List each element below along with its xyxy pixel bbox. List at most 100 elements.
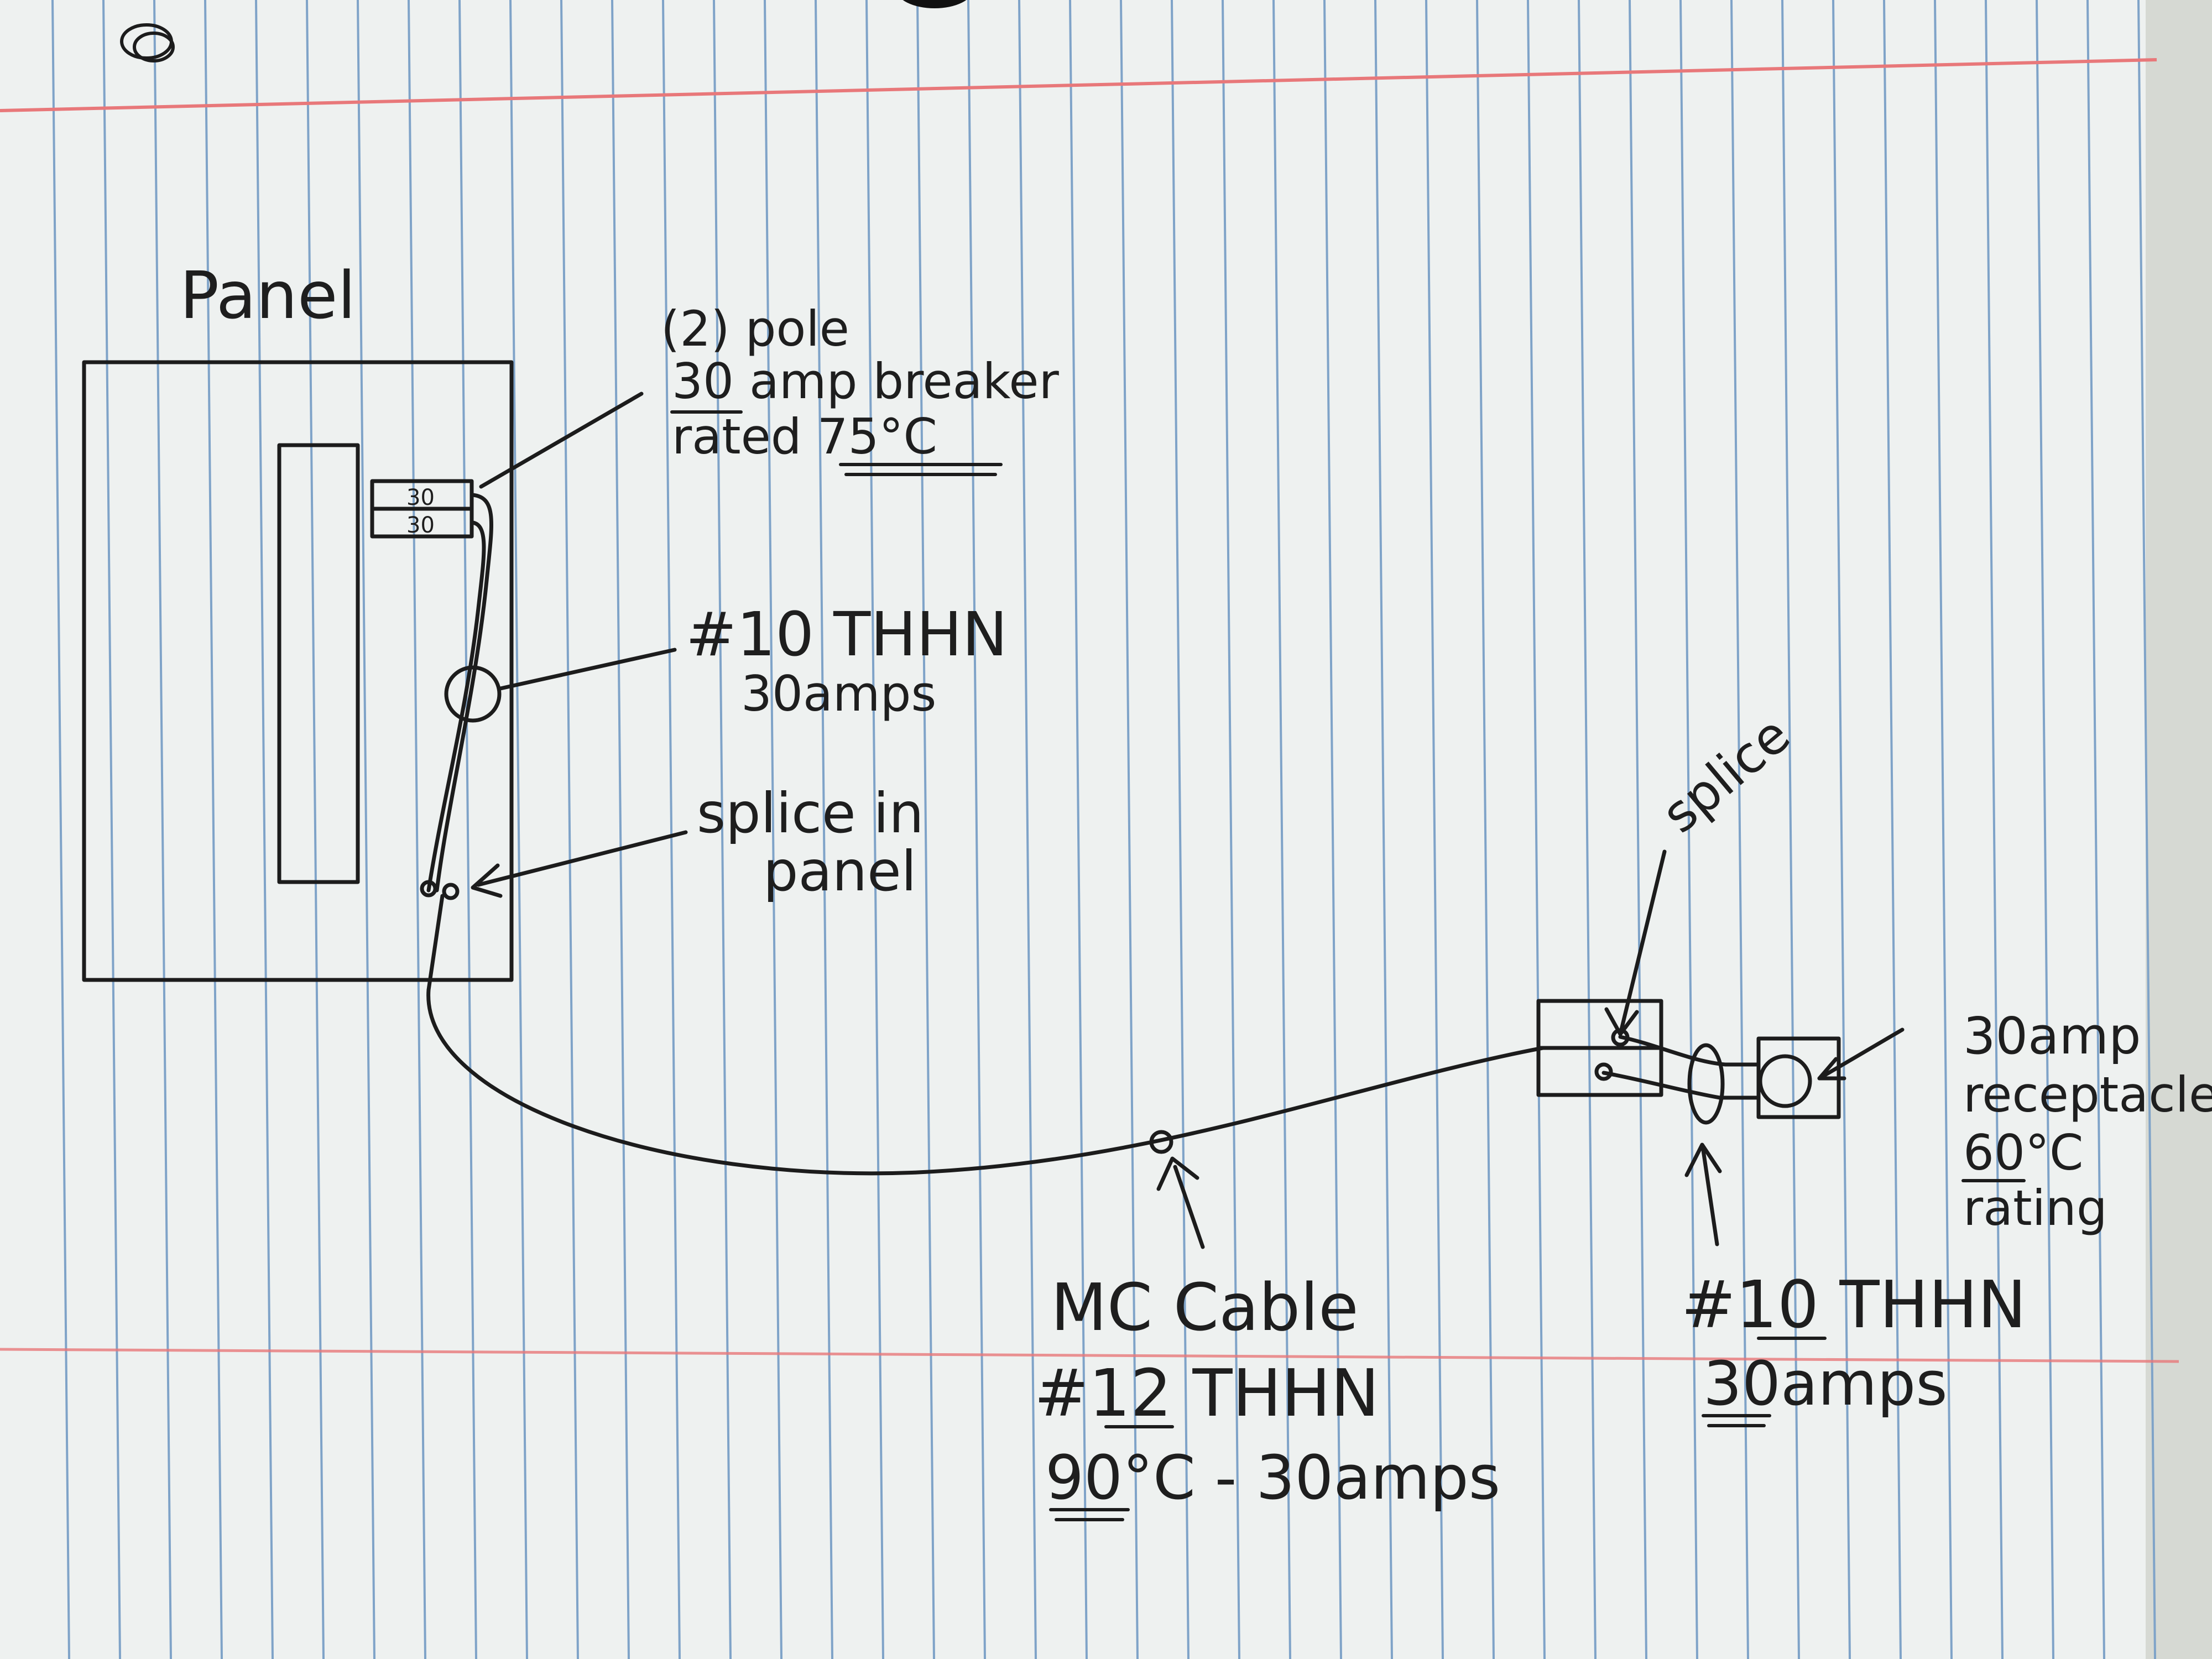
panel-wire-label: #10 THHN 30amps <box>686 599 1008 722</box>
margin-line-top <box>0 58 2157 112</box>
breaker-label-line-1: (2) pole <box>661 300 849 357</box>
receptacle-label-line-3: 60°C <box>1963 1124 2083 1181</box>
panel-splice-dot-2 <box>442 883 460 900</box>
tail-wire-arrowhead <box>1684 1142 1722 1177</box>
panel-splice-dot-1 <box>420 880 437 898</box>
ruled-line <box>1069 0 1088 1659</box>
receptacle-label-line-1: 30amp <box>1963 1006 2141 1066</box>
mc-cable-line <box>426 988 1545 1176</box>
ruled-line <box>916 0 935 1659</box>
ruled-line <box>458 0 477 1659</box>
ruled-line <box>1832 0 1851 1659</box>
panel-wire-leader <box>498 648 677 691</box>
ruled-line <box>408 0 426 1659</box>
hole-scribble-icon <box>120 23 175 62</box>
ruled-line <box>102 0 121 1659</box>
mc-cable-label: MC Cable #12 THHN 90°C - 30amps <box>1034 1269 1500 1521</box>
panel-wire-3 <box>426 894 445 992</box>
panel-wire-label-line-2: 30amps <box>741 665 936 722</box>
mc-cable-run <box>426 988 1545 1249</box>
ruled-line <box>51 0 70 1659</box>
ruled-line <box>1527 0 1546 1659</box>
mc-cable-arrowhead <box>1156 1156 1199 1191</box>
breaker-bottom-number: 30 <box>406 513 435 538</box>
margin-line-bottom <box>0 1348 2179 1363</box>
ruled-line <box>1323 0 1342 1659</box>
panel-wire-1 <box>435 493 493 893</box>
breaker-label-line-3: rated 75°C <box>672 408 937 465</box>
ruled-line <box>815 0 833 1659</box>
breaker-top-number: 30 <box>406 485 435 510</box>
tail-wire-bundle-circle <box>1687 1043 1725 1125</box>
panel-splice-leader <box>476 830 688 887</box>
ruled-line <box>1425 0 1444 1659</box>
panel-enclosure <box>82 360 514 982</box>
ruled-line <box>204 0 223 1659</box>
receptacle-leader <box>1817 1027 1905 1081</box>
panel-splice-arrowhead <box>471 863 503 898</box>
mc-cable-label-line-3: 90°C - 30amps <box>1045 1442 1500 1513</box>
ruled-line <box>1679 0 1698 1659</box>
ruled-line <box>967 0 986 1659</box>
mc-cable-marker <box>1149 1130 1173 1154</box>
ruled-line <box>1222 0 1240 1659</box>
tail-wire-label-line-2: 30amps <box>1703 1348 1948 1419</box>
panel-drawing <box>82 360 688 992</box>
ruled-line <box>2137 0 2156 1659</box>
tail-wire-arrow-shaft <box>1701 1148 1719 1246</box>
panel-splice-label-line-2: panel <box>763 839 916 904</box>
panel-bus <box>277 443 360 884</box>
ruled-line <box>662 0 681 1659</box>
ruled-line <box>1272 0 1291 1659</box>
panel-splice-label: splice in panel <box>697 781 924 904</box>
panel-wire-bundle-circle <box>444 665 502 723</box>
panel-title: Panel <box>180 257 356 333</box>
panel-splice-label-line-1: splice in <box>697 781 924 846</box>
receptacle-label-line-2: receptacle <box>1963 1066 2212 1123</box>
mc-cable-label-line-2: #12 THHN <box>1034 1355 1379 1431</box>
ruled-line <box>255 0 274 1659</box>
ruled-lines <box>51 0 2156 1659</box>
breaker-label: (2) pole 30 amp breaker rated 75°C <box>661 300 1060 476</box>
receptacle-face <box>1758 1054 1812 1108</box>
ruled-line <box>1018 0 1037 1659</box>
ruled-line <box>153 0 172 1659</box>
ruled-line <box>1578 0 1597 1659</box>
junction-drawing <box>1536 849 1905 1246</box>
junction-wire-2 <box>1601 1071 1761 1100</box>
junction-splice-dot-2 <box>1594 1062 1613 1081</box>
panel-wire-label-line-1: #10 THHN <box>686 599 1008 670</box>
ruled-line <box>2086 0 2105 1659</box>
mc-cable-label-line-1: MC Cable <box>1051 1269 1359 1345</box>
ruled-line <box>1883 0 1902 1659</box>
ruled-line <box>1374 0 1393 1659</box>
ruled-line <box>357 0 375 1659</box>
ruled-line <box>1629 0 1647 1659</box>
ruled-line <box>509 0 528 1659</box>
ruled-line <box>865 0 884 1659</box>
ruled-line <box>611 0 630 1659</box>
ruled-line <box>1781 0 1800 1659</box>
ruled-line <box>1476 0 1495 1659</box>
breaker-leader <box>479 392 644 489</box>
binder-hole-icon <box>902 0 967 8</box>
ruled-line <box>306 0 325 1659</box>
ruled-line <box>1985 0 2004 1659</box>
ruled-line <box>560 0 579 1659</box>
ruled-line <box>1934 0 1953 1659</box>
ruled-line <box>713 0 732 1659</box>
mc-cable-arrow-shaft <box>1173 1165 1205 1249</box>
ruled-line <box>2036 0 2054 1659</box>
box-splice-arrowhead <box>1604 1007 1639 1036</box>
breaker-label-line-2: 30 amp breaker <box>672 353 1060 410</box>
receptacle-arrowhead <box>1817 1057 1846 1081</box>
tail-wire-label: #10 THHN 30amps <box>1681 1266 2026 1427</box>
panel-wire-2 <box>426 520 486 893</box>
box-splice-leader <box>1618 849 1667 1036</box>
ruled-line <box>1171 0 1190 1659</box>
ruled-line <box>764 0 782 1659</box>
tail-wire-label-line-1: #10 THHN <box>1681 1266 2026 1343</box>
paper-shadow-edge <box>2146 0 2212 1659</box>
